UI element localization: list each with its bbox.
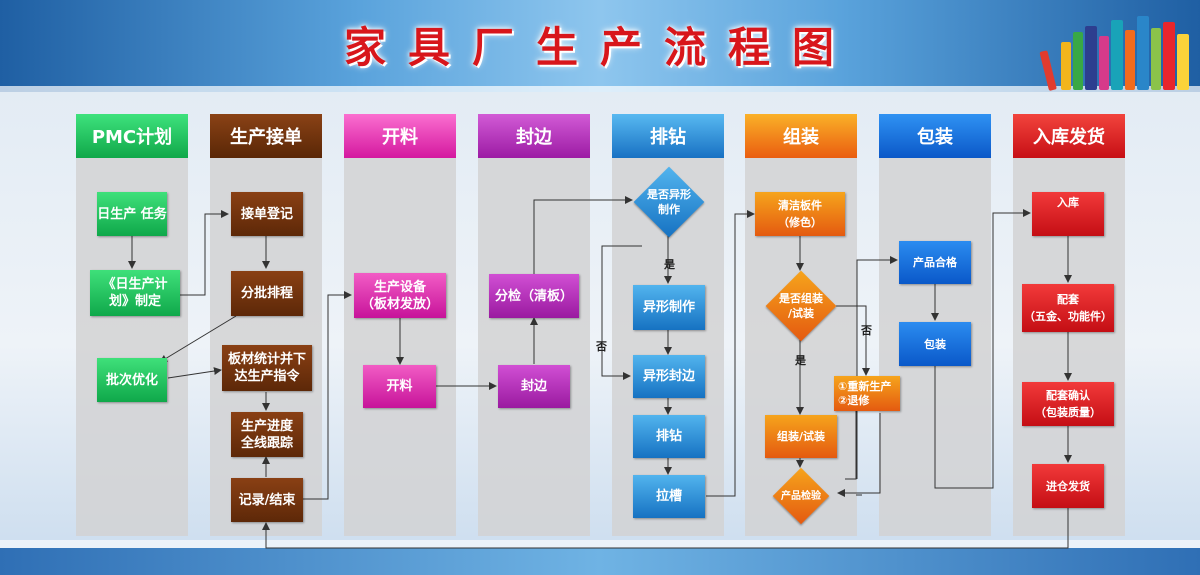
node-warehousing: 入库: [1032, 192, 1104, 236]
node-decision-assemble: 是否组装 /试装: [765, 270, 837, 342]
edge-label-yes-special: 是: [664, 258, 675, 271]
edge-batchopt-to-stats: [167, 367, 222, 379]
column-header-cutting: 开料: [344, 114, 456, 158]
edge-decision-assemble-no: [836, 305, 870, 376]
node-match-confirm: 配套确认 （包装质量）: [1022, 382, 1114, 426]
decision-special-label: 是否异形 制作: [647, 188, 691, 216]
edge-inspect-to-qualified: [856, 256, 898, 479]
edge-schedule-to-batchopt: [159, 315, 237, 363]
column-header-drilling: 排钻: [612, 114, 724, 158]
edge-label-no-assemble: 否: [861, 324, 872, 337]
node-qualified: 产品合格: [899, 241, 971, 284]
column-header-shipping: 入库发货: [1013, 114, 1125, 158]
node-equipment: 生产设备 （板材发放）: [354, 273, 446, 318]
node-grooving: 拉槽: [633, 475, 705, 518]
header-divider: [0, 86, 1200, 92]
edge-sorting-to-decision: [533, 196, 633, 274]
node-inspection: 产品检验: [772, 467, 830, 525]
decision-assemble-label: 是否组装 /试装: [779, 292, 823, 320]
node-special-edge: 异形封边: [633, 355, 705, 398]
node-daily-plan: 《日生产计 划》制定: [90, 270, 180, 316]
node-drilling: 排钻: [633, 415, 705, 458]
inspection-label: 产品检验: [781, 490, 821, 502]
node-progress-track: 生产进度 全线跟踪: [231, 412, 303, 457]
node-edging: 封边: [498, 365, 570, 408]
node-batch-opt: 批次优化: [97, 358, 167, 402]
node-order-register: 接单登记: [231, 192, 303, 236]
footer-band: [0, 548, 1200, 575]
node-daily-task: 日生产 任务: [97, 192, 167, 236]
node-redo: ①重新生产 ②退修: [834, 376, 900, 411]
column-header-pmc: PMC计划: [76, 114, 188, 158]
node-record-end: 记录/结束: [231, 478, 303, 522]
node-batch-schedule: 分批排程: [231, 271, 303, 316]
edge-decision-no: [601, 245, 642, 380]
edge-ship-to-record: [262, 508, 1069, 549]
page-title: 家具厂生产流程图: [343, 23, 856, 72]
edge-label-yes-assemble: 是: [795, 354, 806, 367]
edge-pack-to-warehouse: [934, 209, 1031, 489]
node-board-stats: 板材统计并下 达生产指令: [222, 345, 312, 391]
edge-redo-to-inspect: [837, 413, 881, 497]
edge-groove-to-clean: [706, 210, 755, 497]
column-header-edging: 封边: [478, 114, 590, 158]
footer-highlight: [0, 540, 1200, 548]
node-decision-special: 是否异形 制作: [633, 166, 705, 238]
column-header-order: 生产接单: [210, 114, 322, 158]
column-header-packing: 包装: [879, 114, 991, 158]
edge-inspect-to-redo: [845, 411, 857, 480]
node-cutting: 开料: [363, 365, 436, 408]
node-special-make: 异形制作: [633, 285, 705, 330]
node-packing: 包装: [899, 322, 971, 366]
edge-record-to-equipment: [302, 291, 352, 500]
edge-label-no-special: 否: [596, 340, 607, 353]
edge-plan-to-register: [180, 210, 229, 296]
node-sorting: 分检（清板）: [489, 274, 579, 318]
books-decoration: [1039, 14, 1195, 91]
node-shipping: 进仓发货: [1032, 464, 1104, 508]
node-clean-board: 清洁板件 （修色）: [755, 192, 845, 236]
node-matching: 配套 （五金、功能件）: [1022, 284, 1114, 332]
column-header-assembly: 组装: [745, 114, 857, 158]
header-banner: [0, 0, 1200, 92]
node-assemble: 组装/试装: [765, 415, 837, 458]
